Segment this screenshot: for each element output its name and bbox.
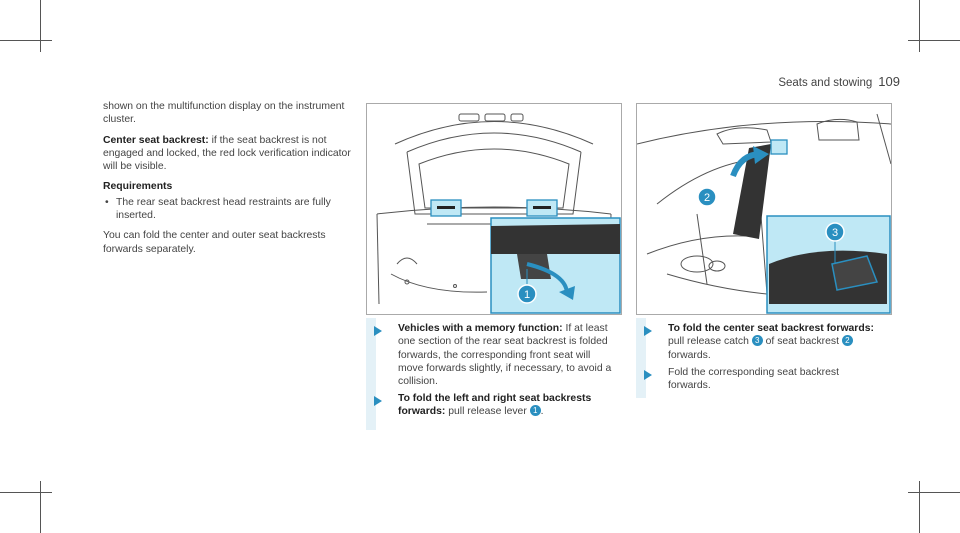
step-bar <box>366 318 376 430</box>
fold-info: You can fold the center and outer seat b… <box>103 230 326 255</box>
step-item: Vehicles with a memory function: If at l… <box>398 323 612 388</box>
steps-left: Vehicles with a memory function: If at l… <box>366 318 620 430</box>
section-title: Seats and stowing <box>778 77 873 89</box>
release-catch-inset: 3 <box>766 215 891 314</box>
figure-rear-seats: 2 3 <box>636 103 892 315</box>
page-number: 109 <box>878 74 900 89</box>
callout-2: 2 <box>704 192 710 204</box>
step-bar <box>636 318 646 398</box>
trunk-illustration: 1 <box>376 113 621 314</box>
figure-trunk: 1 <box>366 103 622 315</box>
step-item: To fold the left and right seat backrest… <box>398 393 592 418</box>
callout-1: 1 <box>524 289 530 301</box>
release-lever-inset: 1 <box>490 217 621 314</box>
text-column: shown on the multifunction display on th… <box>103 100 353 263</box>
step-item: Fold the corresponding seat backrest for… <box>668 367 839 392</box>
step-item: To fold the center seat backrest forward… <box>668 323 874 361</box>
steps-right: To fold the center seat backrest forward… <box>636 318 890 398</box>
callout-badge: 1 <box>529 405 541 417</box>
callout-badge: 3 <box>751 335 763 347</box>
seat-illustration: 2 3 <box>637 113 891 314</box>
step-arrow-icon <box>374 396 382 406</box>
callout-badge: 2 <box>841 335 853 347</box>
intro-text: shown on the multifunction display on th… <box>103 101 345 126</box>
step-arrow-icon <box>644 326 652 336</box>
requirements-heading: Requirements <box>103 181 173 193</box>
callout-3: 3 <box>832 227 838 239</box>
requirements-bullet: The rear seat backrest head restraints a… <box>103 196 353 223</box>
step-arrow-icon <box>644 370 652 380</box>
center-backrest-para: Center seat backrest: if the seat backre… <box>103 134 351 173</box>
step-arrow-icon <box>374 326 382 336</box>
page-header: Seats and stowing 109 <box>778 74 900 89</box>
